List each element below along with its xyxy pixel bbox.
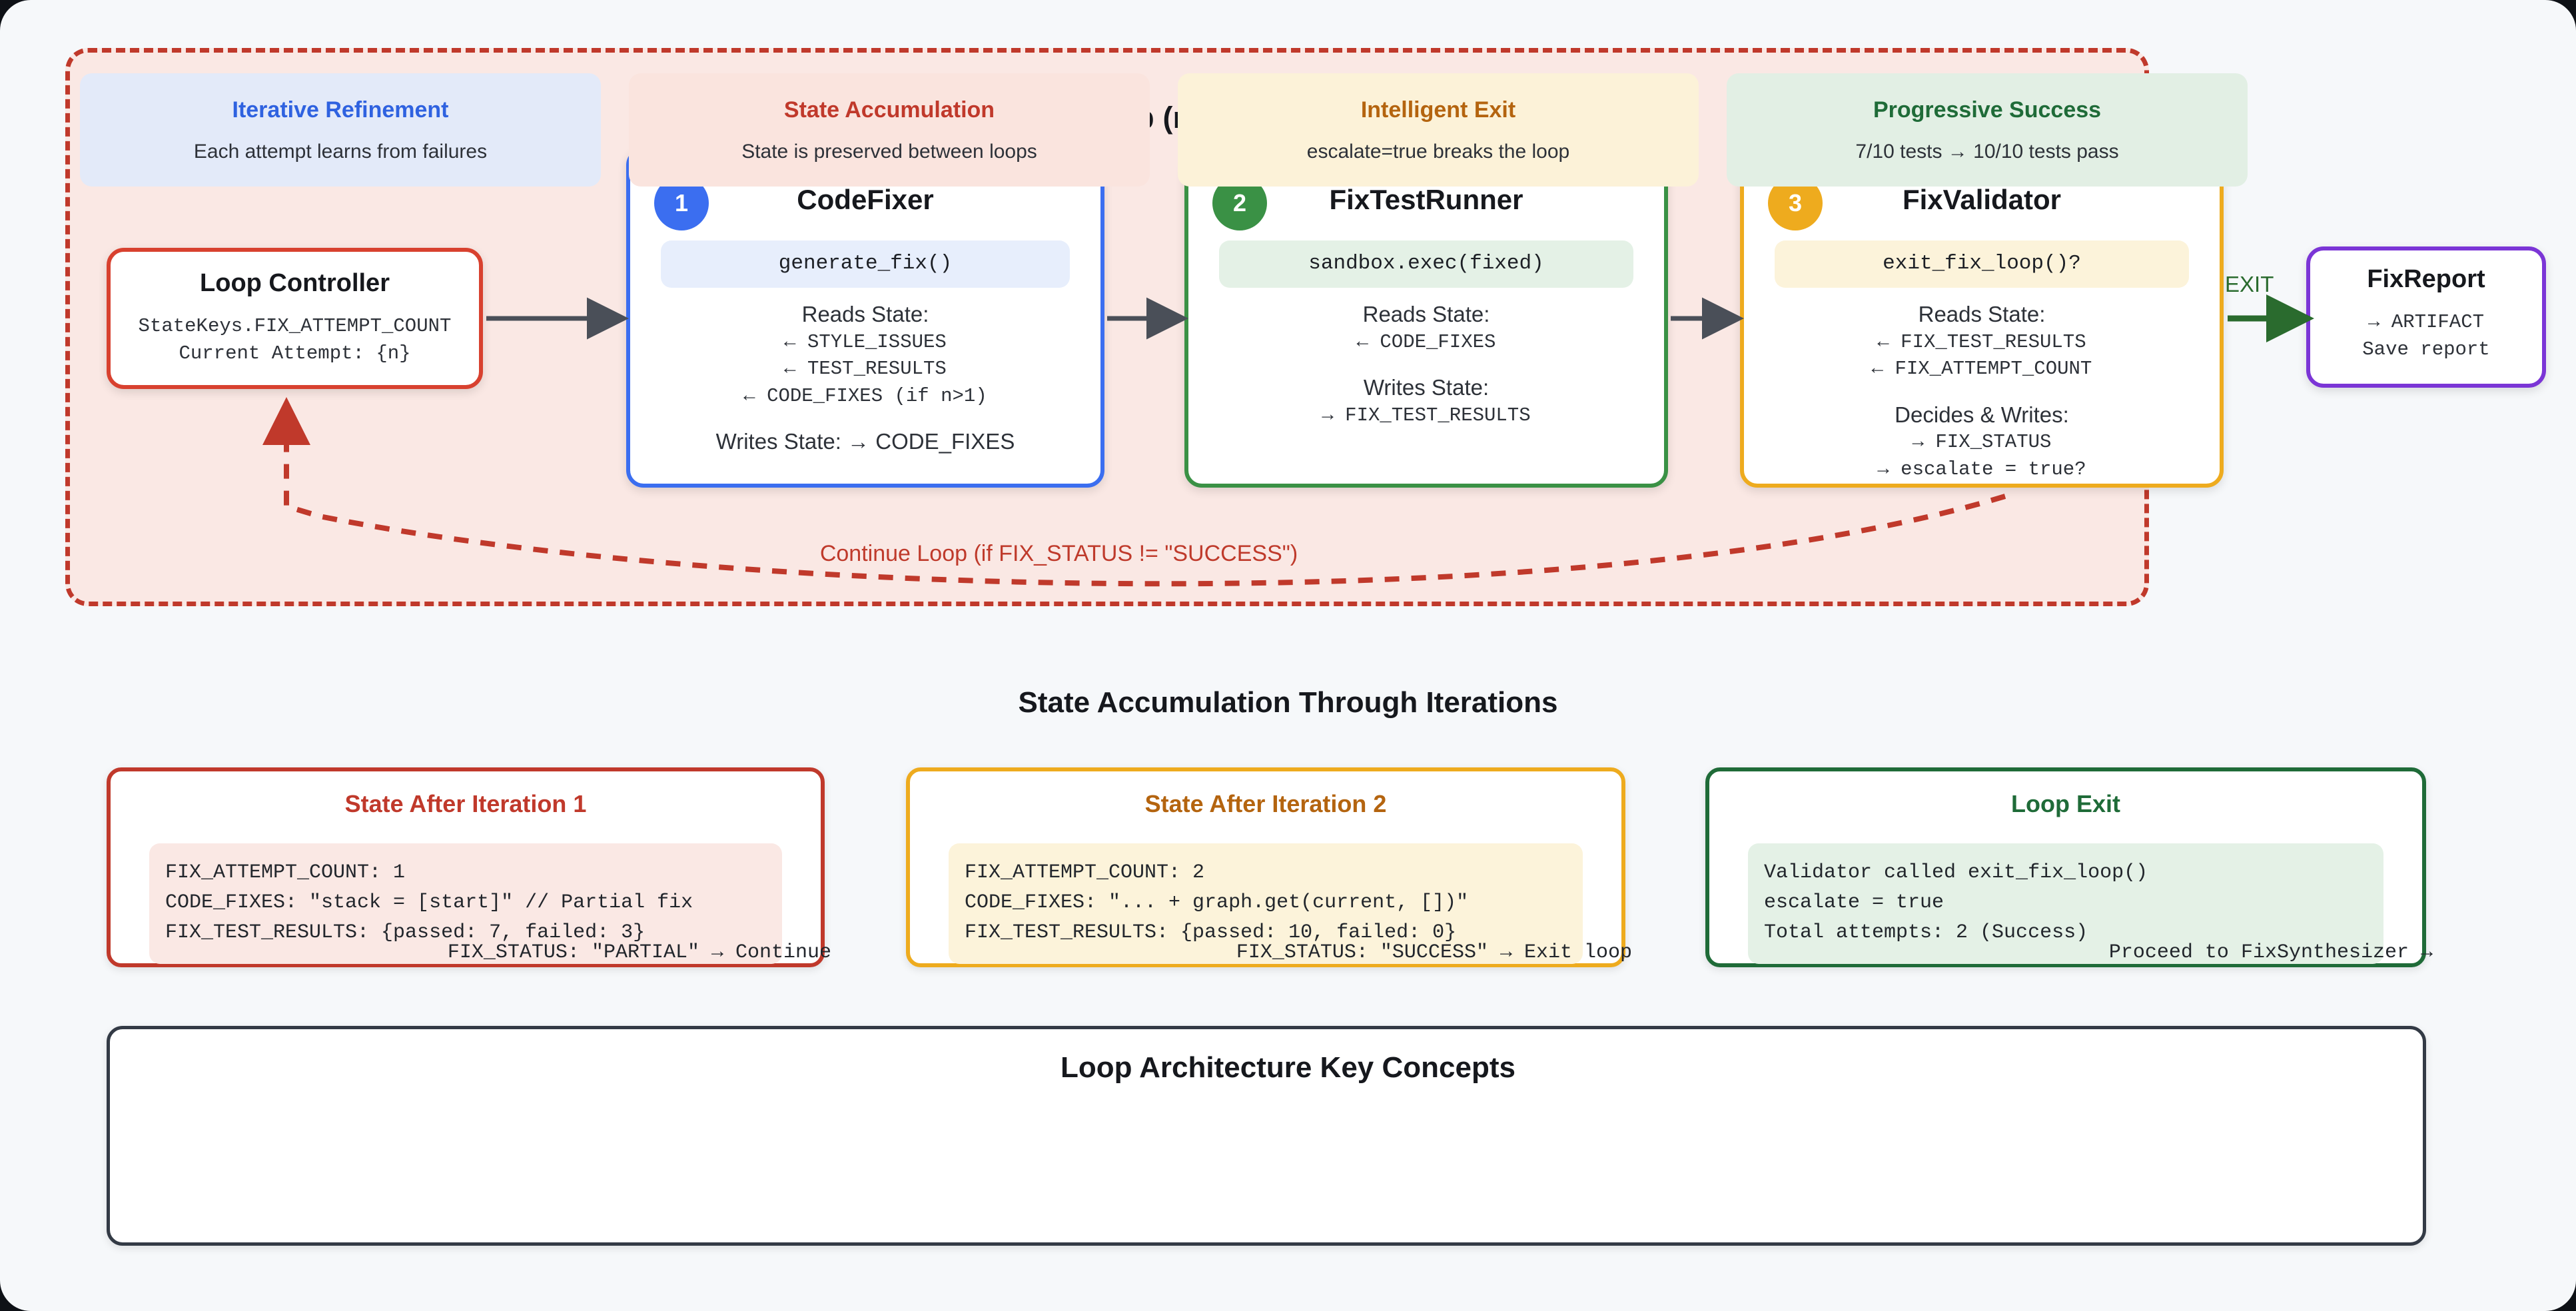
loop-controller-body: StateKeys.FIX_ATTEMPT_COUNT Current Atte…	[111, 313, 479, 367]
reads-state-item: ← TEST_RESULTS	[784, 358, 947, 380]
state-section-title: State Accumulation Through Iterations	[1018, 686, 1558, 719]
state-card-loop-exit[interactable]: Loop Exit Validator called exit_fix_loop…	[1705, 767, 2433, 967]
concept-card-iterative-refinement[interactable]: Iterative Refinement Each attempt learns…	[80, 73, 601, 187]
reads-state-item: ← FIX_TEST_RESULTS	[1877, 330, 2086, 353]
concept-card-progressive-success[interactable]: Progressive Success 7/10 tests → 10/10 t…	[1727, 73, 2248, 187]
state-card-body: FIX_ATTEMPT_COUNT: 1 CODE_FIXES: "stack …	[149, 843, 782, 964]
concept-desc: Each attempt learns from failures	[193, 140, 488, 163]
concept-card-intelligent-exit[interactable]: Intelligent Exit escalate=true breaks th…	[1178, 73, 1699, 187]
agent-card-fixtestrunner[interactable]: 2 FixTestRunner sandbox.exec(fixed) Read…	[1184, 148, 1668, 488]
agent-call-fixvalidator: exit_fix_loop()?	[1775, 240, 2189, 288]
writes-state-item: → FIX_TEST_RESULTS	[1322, 404, 1531, 426]
state-card-title: State After Iteration 2	[1144, 790, 1387, 817]
continue-loop-text: Continue Loop (if FIX_STATUS != "SUCCESS…	[819, 541, 1298, 566]
agent-call-codefixer: generate_fix()	[661, 240, 1070, 288]
state-card-footer: Proceed to FixSynthesizer →	[2108, 941, 2433, 964]
reads-state-item: ← FIX_ATTEMPT_COUNT	[1871, 358, 2092, 380]
state-card-title: State After Iteration 1	[344, 790, 587, 817]
agent-card-codefixer[interactable]: 1 CodeFixer generate_fix() Reads State: …	[626, 148, 1104, 488]
agent-call-fixtestrunner: sandbox.exec(fixed)	[1219, 240, 1633, 288]
concept-title: State Accumulation	[783, 97, 995, 123]
state-card-footer: FIX_STATUS: "PARTIAL" → Continue	[447, 941, 831, 964]
spacer	[1757, 383, 2206, 400]
agent-card-fixvalidator[interactable]: 3 FixValidator exit_fix_loop()? Reads St…	[1740, 148, 2224, 488]
decides-writes-label: Decides & Writes:	[1895, 402, 2069, 427]
loop-controller-attempt: Current Attempt: {n}	[179, 342, 411, 364]
state-line: FIX_TEST_RESULTS: {passed: 7, failed: 3}	[165, 921, 645, 944]
key-concepts-row: Iterative Refinement Each attempt learns…	[80, 73, 2248, 187]
concept-title: Intelligent Exit	[1360, 97, 1516, 123]
spacer	[1202, 356, 1651, 373]
state-line: FIX_ATTEMPT_COUNT: 2	[965, 861, 1205, 884]
agent-body-fixtestrunner: Reads State: ← CODE_FIXES Writes State: …	[1202, 300, 1651, 429]
state-card-title: Loop Exit	[2011, 790, 2120, 817]
concept-desc: State is preserved between loops	[741, 140, 1037, 163]
spacer	[644, 410, 1087, 427]
state-card-footer: FIX_STATUS: "SUCCESS" → Exit loop	[1236, 941, 1632, 964]
loop-controller-title: Loop Controller	[200, 269, 390, 297]
fix-report-card[interactable]: FixReport → ARTIFACT Save report	[2306, 246, 2546, 388]
concept-title: Progressive Success	[1873, 97, 2102, 123]
state-line: escalate = true	[1764, 891, 1944, 914]
concept-desc: 7/10 tests → 10/10 tests pass	[1855, 140, 2119, 163]
reads-state-label: Reads State:	[1362, 302, 1490, 326]
continue-loop-label: Continue Loop (if FIX_STATUS != "SUCCESS…	[0, 541, 2576, 567]
state-line: FIX_ATTEMPT_COUNT: 1	[165, 861, 406, 884]
state-card-body: Validator called exit_fix_loop() escalat…	[1748, 843, 2383, 964]
agent-body-fixvalidator: Reads State: ← FIX_TEST_RESULTS ← FIX_AT…	[1757, 300, 2206, 483]
state-line: FIX_TEST_RESULTS: {passed: 10, failed: 0…	[965, 921, 1457, 944]
fix-report-body: → ARTIFACT Save report	[2310, 309, 2542, 363]
agent-name-fixvalidator: FixValidator	[1902, 184, 2062, 215]
agent-name-codefixer: CodeFixer	[797, 184, 934, 215]
concept-desc: escalate=true breaks the loop	[1306, 140, 1570, 163]
fix-report-save: Save report	[2362, 338, 2490, 360]
agent-body-codefixer: Reads State: ← STYLE_ISSUES ← TEST_RESUL…	[644, 300, 1087, 456]
state-card-body: FIX_ATTEMPT_COUNT: 2 CODE_FIXES: "... + …	[949, 843, 1583, 964]
agent-name-fixtestrunner: FixTestRunner	[1329, 184, 1523, 215]
key-concepts-panel	[107, 1026, 2426, 1246]
concept-card-state-accumulation[interactable]: State Accumulation State is preserved be…	[629, 73, 1150, 187]
exit-label: EXIT	[2225, 272, 2274, 296]
loop-controller-card[interactable]: Loop Controller StateKeys.FIX_ATTEMPT_CO…	[107, 248, 483, 389]
fix-report-title: FixReport	[2367, 265, 2485, 293]
writes-state-label: Writes State:	[1363, 375, 1490, 400]
fix-report-artifact: → ARTIFACT	[2367, 311, 2485, 333]
state-card-iteration-2[interactable]: State After Iteration 2 FIX_ATTEMPT_COUN…	[906, 767, 1632, 967]
key-concepts-title: Loop Architecture Key Concepts	[1061, 1051, 1515, 1084]
reads-state-label: Reads State:	[801, 302, 929, 326]
state-line: CODE_FIXES: "stack = [start]" // Partial…	[165, 891, 693, 914]
state-line: Total attempts: 2 (Success)	[1764, 921, 2088, 944]
state-line: CODE_FIXES: "... + graph.get(current, []…	[965, 891, 1469, 914]
reads-state-item: ← STYLE_ISSUES	[784, 330, 947, 353]
writes-state-inline: Writes State: → CODE_FIXES	[715, 429, 1015, 454]
writes-escalate-item: → escalate = true?	[1877, 458, 2086, 480]
state-line: Validator called exit_fix_loop()	[1764, 861, 2148, 884]
writes-state-item: → FIX_STATUS	[1912, 431, 2052, 454]
state-card-iteration-1[interactable]: State After Iteration 1 FIX_ATTEMPT_COUN…	[107, 767, 831, 967]
reads-state-label: Reads State:	[1918, 302, 2046, 326]
reads-state-item: ← CODE_FIXES	[1356, 330, 1496, 353]
reads-state-item: ← CODE_FIXES (if n>1)	[743, 384, 987, 407]
loop-controller-statekey: StateKeys.FIX_ATTEMPT_COUNT	[138, 315, 452, 337]
concept-title: Iterative Refinement	[232, 97, 449, 123]
